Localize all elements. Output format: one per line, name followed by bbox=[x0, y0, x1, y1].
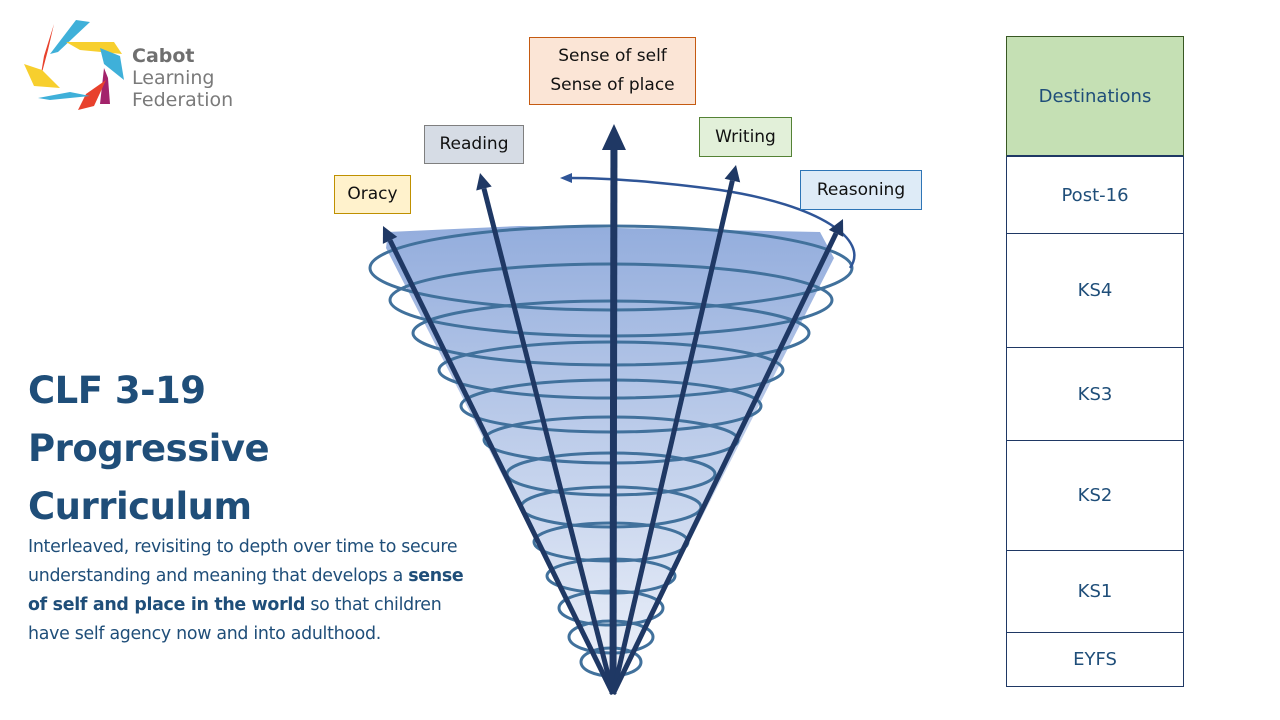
logo-shard bbox=[50, 20, 90, 54]
logo-shard bbox=[40, 24, 54, 80]
logo-shard bbox=[78, 80, 106, 110]
logo-line: Cabot bbox=[132, 45, 195, 67]
key-stages-column: Destinations Post-16 KS4 KS3 KS2 KS1 EYF… bbox=[1006, 36, 1184, 687]
arrow-reasoning-head-icon bbox=[828, 219, 844, 237]
arrow-writing bbox=[610, 180, 735, 695]
label-writing: Writing bbox=[699, 117, 792, 157]
description-emphasis: sense of self and place in the world bbox=[28, 566, 464, 615]
arrow-oracy-head-icon bbox=[382, 226, 398, 244]
logo-shard bbox=[38, 92, 90, 100]
logo-shard bbox=[100, 68, 110, 104]
arrow-writing-head-icon bbox=[724, 165, 741, 183]
label-sense-of-self: Sense of self Sense of place bbox=[529, 37, 696, 105]
title-line: Progressive bbox=[28, 427, 270, 470]
arrow-reading-head-icon bbox=[476, 173, 492, 191]
label-reading: Reading bbox=[424, 125, 524, 164]
stage-eyfs: EYFS bbox=[1006, 633, 1184, 687]
label-line: Sense of place bbox=[550, 75, 675, 95]
arrow-reasoning bbox=[610, 232, 839, 696]
logo-shard bbox=[24, 64, 60, 88]
label-reasoning: Reasoning bbox=[800, 170, 922, 210]
curved-arrow-head-icon bbox=[560, 173, 572, 183]
description-text: so that children have self agency now an… bbox=[28, 595, 442, 644]
title-line: CLF 3-19 bbox=[28, 369, 206, 412]
stage-ks1: KS1 bbox=[1006, 551, 1184, 633]
logo-shard bbox=[66, 42, 122, 54]
title-line: Curriculum bbox=[28, 485, 252, 528]
arrow-sense-of-self-head-icon bbox=[601, 124, 626, 151]
logo-line: Learning bbox=[132, 67, 215, 89]
logo-shard bbox=[100, 48, 124, 80]
arrow-reading bbox=[481, 187, 616, 695]
stage-destinations: Destinations bbox=[1006, 36, 1184, 157]
arrow-sense-of-self bbox=[609, 149, 618, 695]
label-oracy: Oracy bbox=[334, 175, 411, 214]
cabot-learning-federation-logo: Cabot Learning Federation bbox=[20, 14, 260, 118]
logo-line: Federation bbox=[132, 89, 234, 111]
description-text: Interleaved, revisiting to depth over ti… bbox=[28, 537, 458, 586]
logo-mark-icon bbox=[24, 20, 124, 110]
stage-post-16: Post-16 bbox=[1006, 157, 1184, 234]
stage-ks3: KS3 bbox=[1006, 348, 1184, 441]
page-title: CLF 3-19 Progressive Curriculum bbox=[28, 362, 270, 536]
strand-arrows bbox=[382, 124, 844, 696]
logo-text: Cabot Learning Federation bbox=[132, 45, 233, 111]
description: Interleaved, revisiting to depth over ti… bbox=[28, 533, 468, 649]
stage-ks4: KS4 bbox=[1006, 234, 1184, 348]
stage-ks2: KS2 bbox=[1006, 441, 1184, 551]
arrow-oracy bbox=[387, 239, 616, 696]
label-line: Sense of self bbox=[558, 46, 667, 66]
